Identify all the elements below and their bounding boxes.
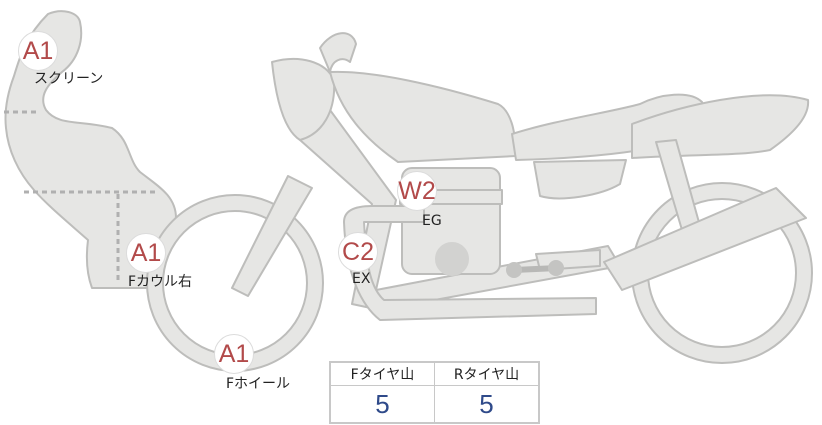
label-engine: EG (422, 213, 442, 229)
exhaust-pipe-shape (343, 205, 597, 321)
header-front-tire-tread: Fタイヤ山 (329, 361, 435, 386)
header-rear-tire-tread: Rタイヤ山 (434, 361, 540, 386)
grade-badge-front-cowl-right: A1 (126, 233, 166, 273)
footpeg-shape (506, 260, 564, 278)
tire-tread-table: Fタイヤ山 Rタイヤ山 5 5 (329, 361, 540, 424)
grade-badge-exhaust: C2 (338, 232, 378, 272)
label-front-wheel: Fホイール (226, 376, 291, 392)
headlight-shape (271, 57, 336, 141)
label-exhaust: EX (352, 271, 371, 287)
grade-badge-front-wheel: A1 (214, 334, 254, 374)
label-screen: スクリーン (34, 71, 104, 87)
grade-badge-screen: A1 (18, 31, 58, 71)
grade-badge-engine: W2 (397, 171, 437, 211)
fuel-tank-shape (329, 70, 517, 163)
front-fork-shape (231, 175, 313, 297)
value-front-tire-tread: 5 (329, 385, 435, 424)
label-front-cowl-right: Fカウル右 (128, 274, 193, 290)
value-rear-tire-tread: 5 (434, 385, 540, 424)
swingarm-shape (603, 187, 807, 291)
